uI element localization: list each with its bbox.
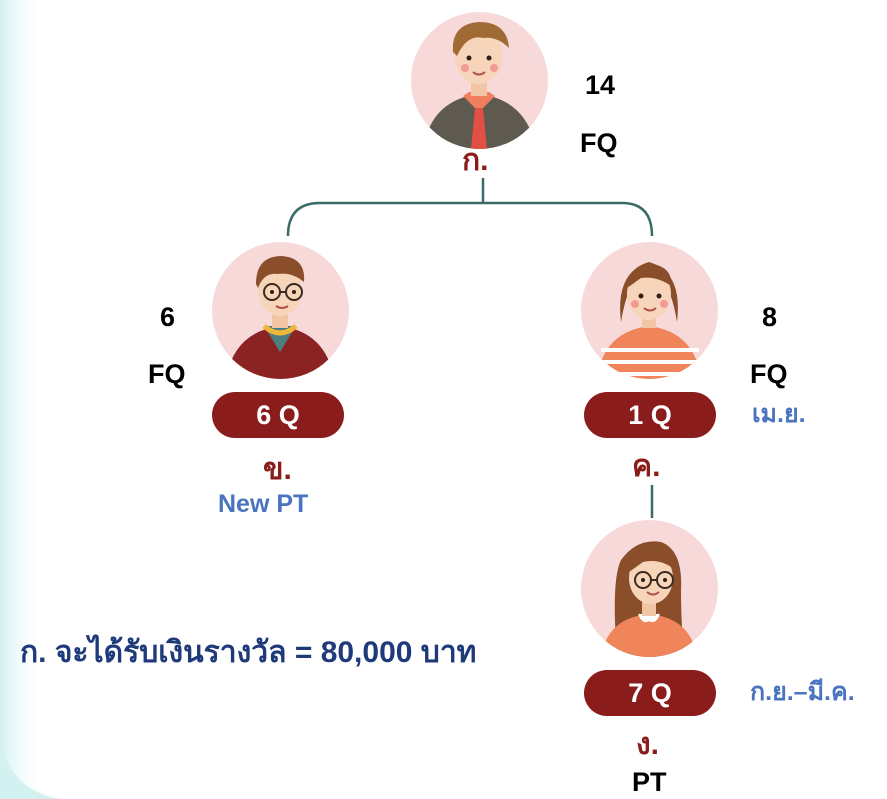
node-right-note: เม.ย. bbox=[752, 400, 806, 428]
node-top-unit: FQ bbox=[580, 128, 618, 158]
node-right-name: ค. bbox=[632, 450, 661, 483]
node-right-count: 8 bbox=[762, 302, 778, 332]
node-top-count: 14 bbox=[585, 70, 616, 100]
node-bottom-name: ง. bbox=[636, 728, 659, 761]
reward-statement: ก. จะได้รับเงินรางวัล = 80,000 บาท bbox=[20, 636, 477, 669]
node-left-count: 6 bbox=[160, 302, 176, 332]
node-bottom-quota-badge: 7 Q bbox=[584, 670, 716, 716]
node-bottom-tag: PT bbox=[632, 767, 667, 797]
avatar-man-glasses bbox=[212, 242, 349, 379]
avatar-woman-long-hair-glasses bbox=[581, 520, 718, 657]
node-left-name: ข. bbox=[263, 453, 292, 486]
node-right-unit: FQ bbox=[750, 359, 788, 389]
avatar-woman-short-hair bbox=[581, 242, 718, 379]
node-right-quota-badge: 1 Q bbox=[584, 392, 716, 438]
node-bottom-note: ก.ย.–มี.ค. bbox=[750, 678, 855, 706]
connector-horizontal-branch bbox=[286, 201, 654, 237]
node-left-note: New PT bbox=[218, 490, 309, 518]
avatar-man-tie bbox=[411, 12, 548, 149]
node-left-unit: FQ bbox=[148, 359, 186, 389]
node-top-name: ก. bbox=[462, 144, 489, 177]
node-left-quota-badge: 6 Q bbox=[212, 392, 344, 438]
